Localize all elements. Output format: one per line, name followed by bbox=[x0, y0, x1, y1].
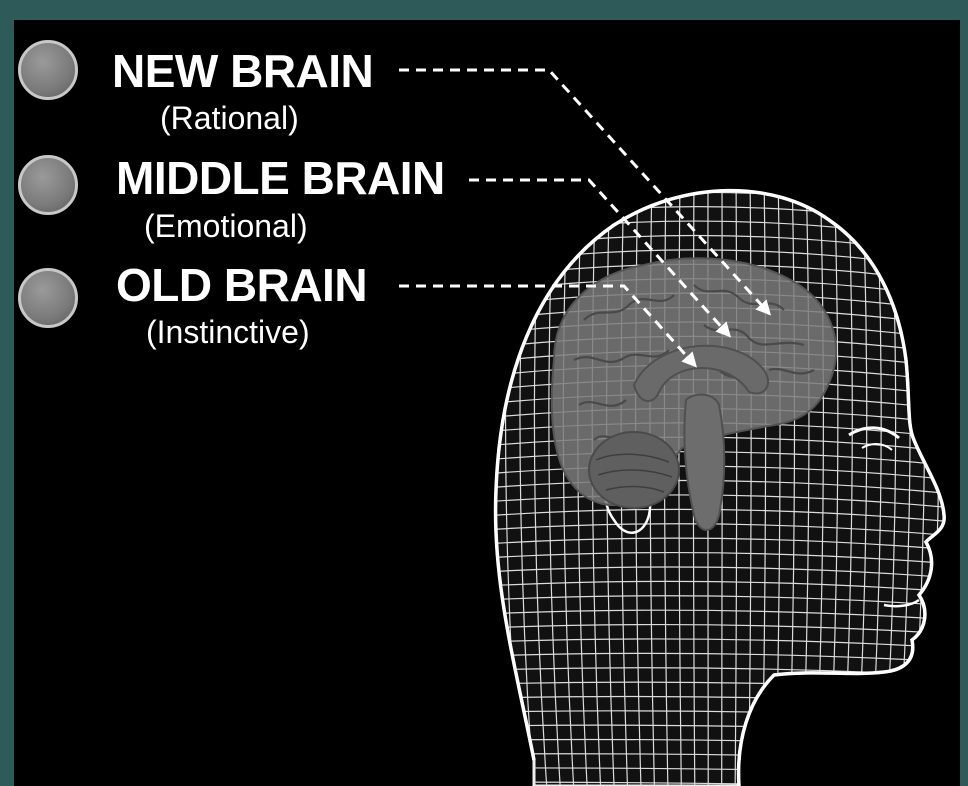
old-brain-label: OLD BRAIN bbox=[116, 262, 367, 308]
diagram-panel: NEW BRAIN (Rational) MIDDLE BRAIN (Emoti… bbox=[14, 20, 960, 786]
brain-diagram-artwork bbox=[14, 20, 960, 786]
circle-bullet-icon bbox=[18, 40, 78, 100]
circle-bullet-icon bbox=[18, 268, 78, 328]
new-brain-label: NEW BRAIN bbox=[112, 48, 373, 94]
old-brain-descriptor: (Instinctive) bbox=[146, 316, 310, 348]
circle-bullet-icon bbox=[18, 155, 78, 215]
new-brain-descriptor: (Rational) bbox=[160, 102, 299, 134]
middle-brain-label: MIDDLE BRAIN bbox=[116, 155, 445, 201]
middle-brain-descriptor: (Emotional) bbox=[144, 210, 308, 242]
